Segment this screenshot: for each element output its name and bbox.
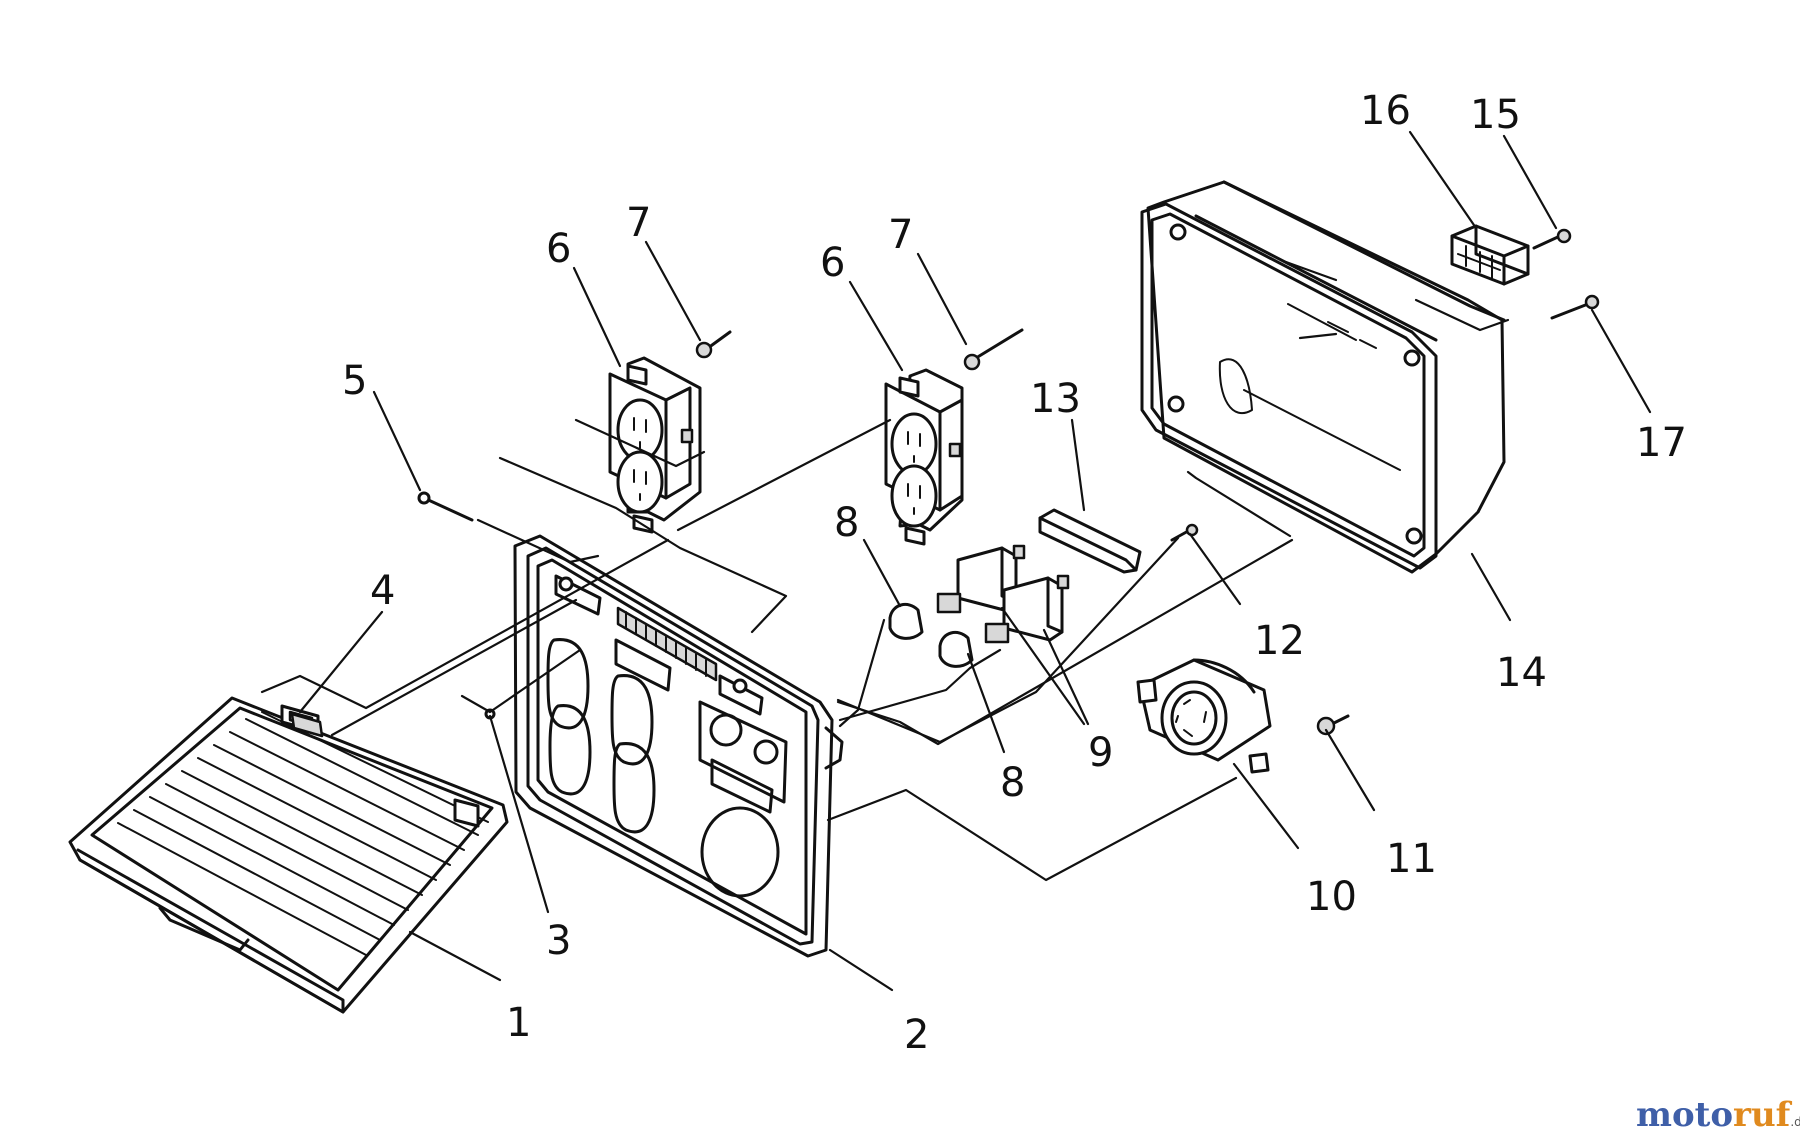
svg-text:motoruf.de: motoruf.de: [1636, 1095, 1800, 1135]
part-4-latch: [290, 712, 324, 738]
part-5-bolt: [417, 491, 474, 522]
part-7-screw-left: [695, 330, 732, 359]
part-8-cap-lower: [938, 630, 974, 668]
assembly-guide-lines: [260, 260, 1510, 882]
callout-2: 2: [904, 1012, 929, 1058]
callout-7b: 7: [888, 212, 913, 258]
callout-10: 10: [1306, 874, 1357, 920]
callout-9: 9: [1088, 730, 1113, 776]
part-6-receptacle-right: [884, 368, 964, 546]
callout-16: 16: [1360, 88, 1411, 134]
callout-1: 1: [506, 1000, 531, 1046]
part-15-screw: [1532, 228, 1572, 250]
callout-15: 15: [1470, 92, 1521, 138]
callout-6b: 6: [820, 240, 845, 286]
watermark-brand-tld: .de: [1790, 1115, 1800, 1129]
callout-labels: 1 2 3 4 5 6 7 6 7 8 8 9 10 11 12 13 14 1…: [342, 88, 1687, 1058]
part-11-screw: [1316, 714, 1350, 736]
part-9-breakers: [936, 544, 1070, 644]
watermark-logo: motoruf.de: [1636, 1095, 1800, 1135]
callout-5: 5: [342, 358, 367, 404]
callout-6a: 6: [546, 226, 571, 272]
part-17-screw: [1550, 294, 1600, 320]
callout-7a: 7: [626, 200, 651, 246]
callout-3: 3: [546, 918, 571, 964]
part-10-twist-lock-receptacle: [1136, 658, 1272, 774]
part-8-cap-upper: [888, 602, 924, 640]
callout-13: 13: [1030, 376, 1081, 422]
part-14-housing: [1140, 180, 1506, 574]
watermark-brand-accent: ruf: [1733, 1095, 1793, 1135]
part-1-cover: [68, 696, 509, 1014]
watermark-brand-main: moto: [1636, 1095, 1733, 1135]
callout-8b: 8: [1000, 760, 1025, 806]
part-16-terminal-block: [1450, 224, 1530, 286]
callout-4: 4: [370, 568, 395, 614]
callout-12: 12: [1254, 618, 1305, 664]
part-13-bracket: [1038, 508, 1142, 574]
part-6-receptacle-left: [608, 356, 702, 534]
callout-8a: 8: [834, 500, 859, 546]
callout-11: 11: [1386, 836, 1437, 882]
part-2-panel-frame: [513, 534, 844, 958]
callout-leaders: [298, 130, 1652, 992]
part-7-screw-right: [963, 328, 1024, 371]
callout-17: 17: [1636, 420, 1687, 466]
callout-14: 14: [1496, 650, 1547, 696]
